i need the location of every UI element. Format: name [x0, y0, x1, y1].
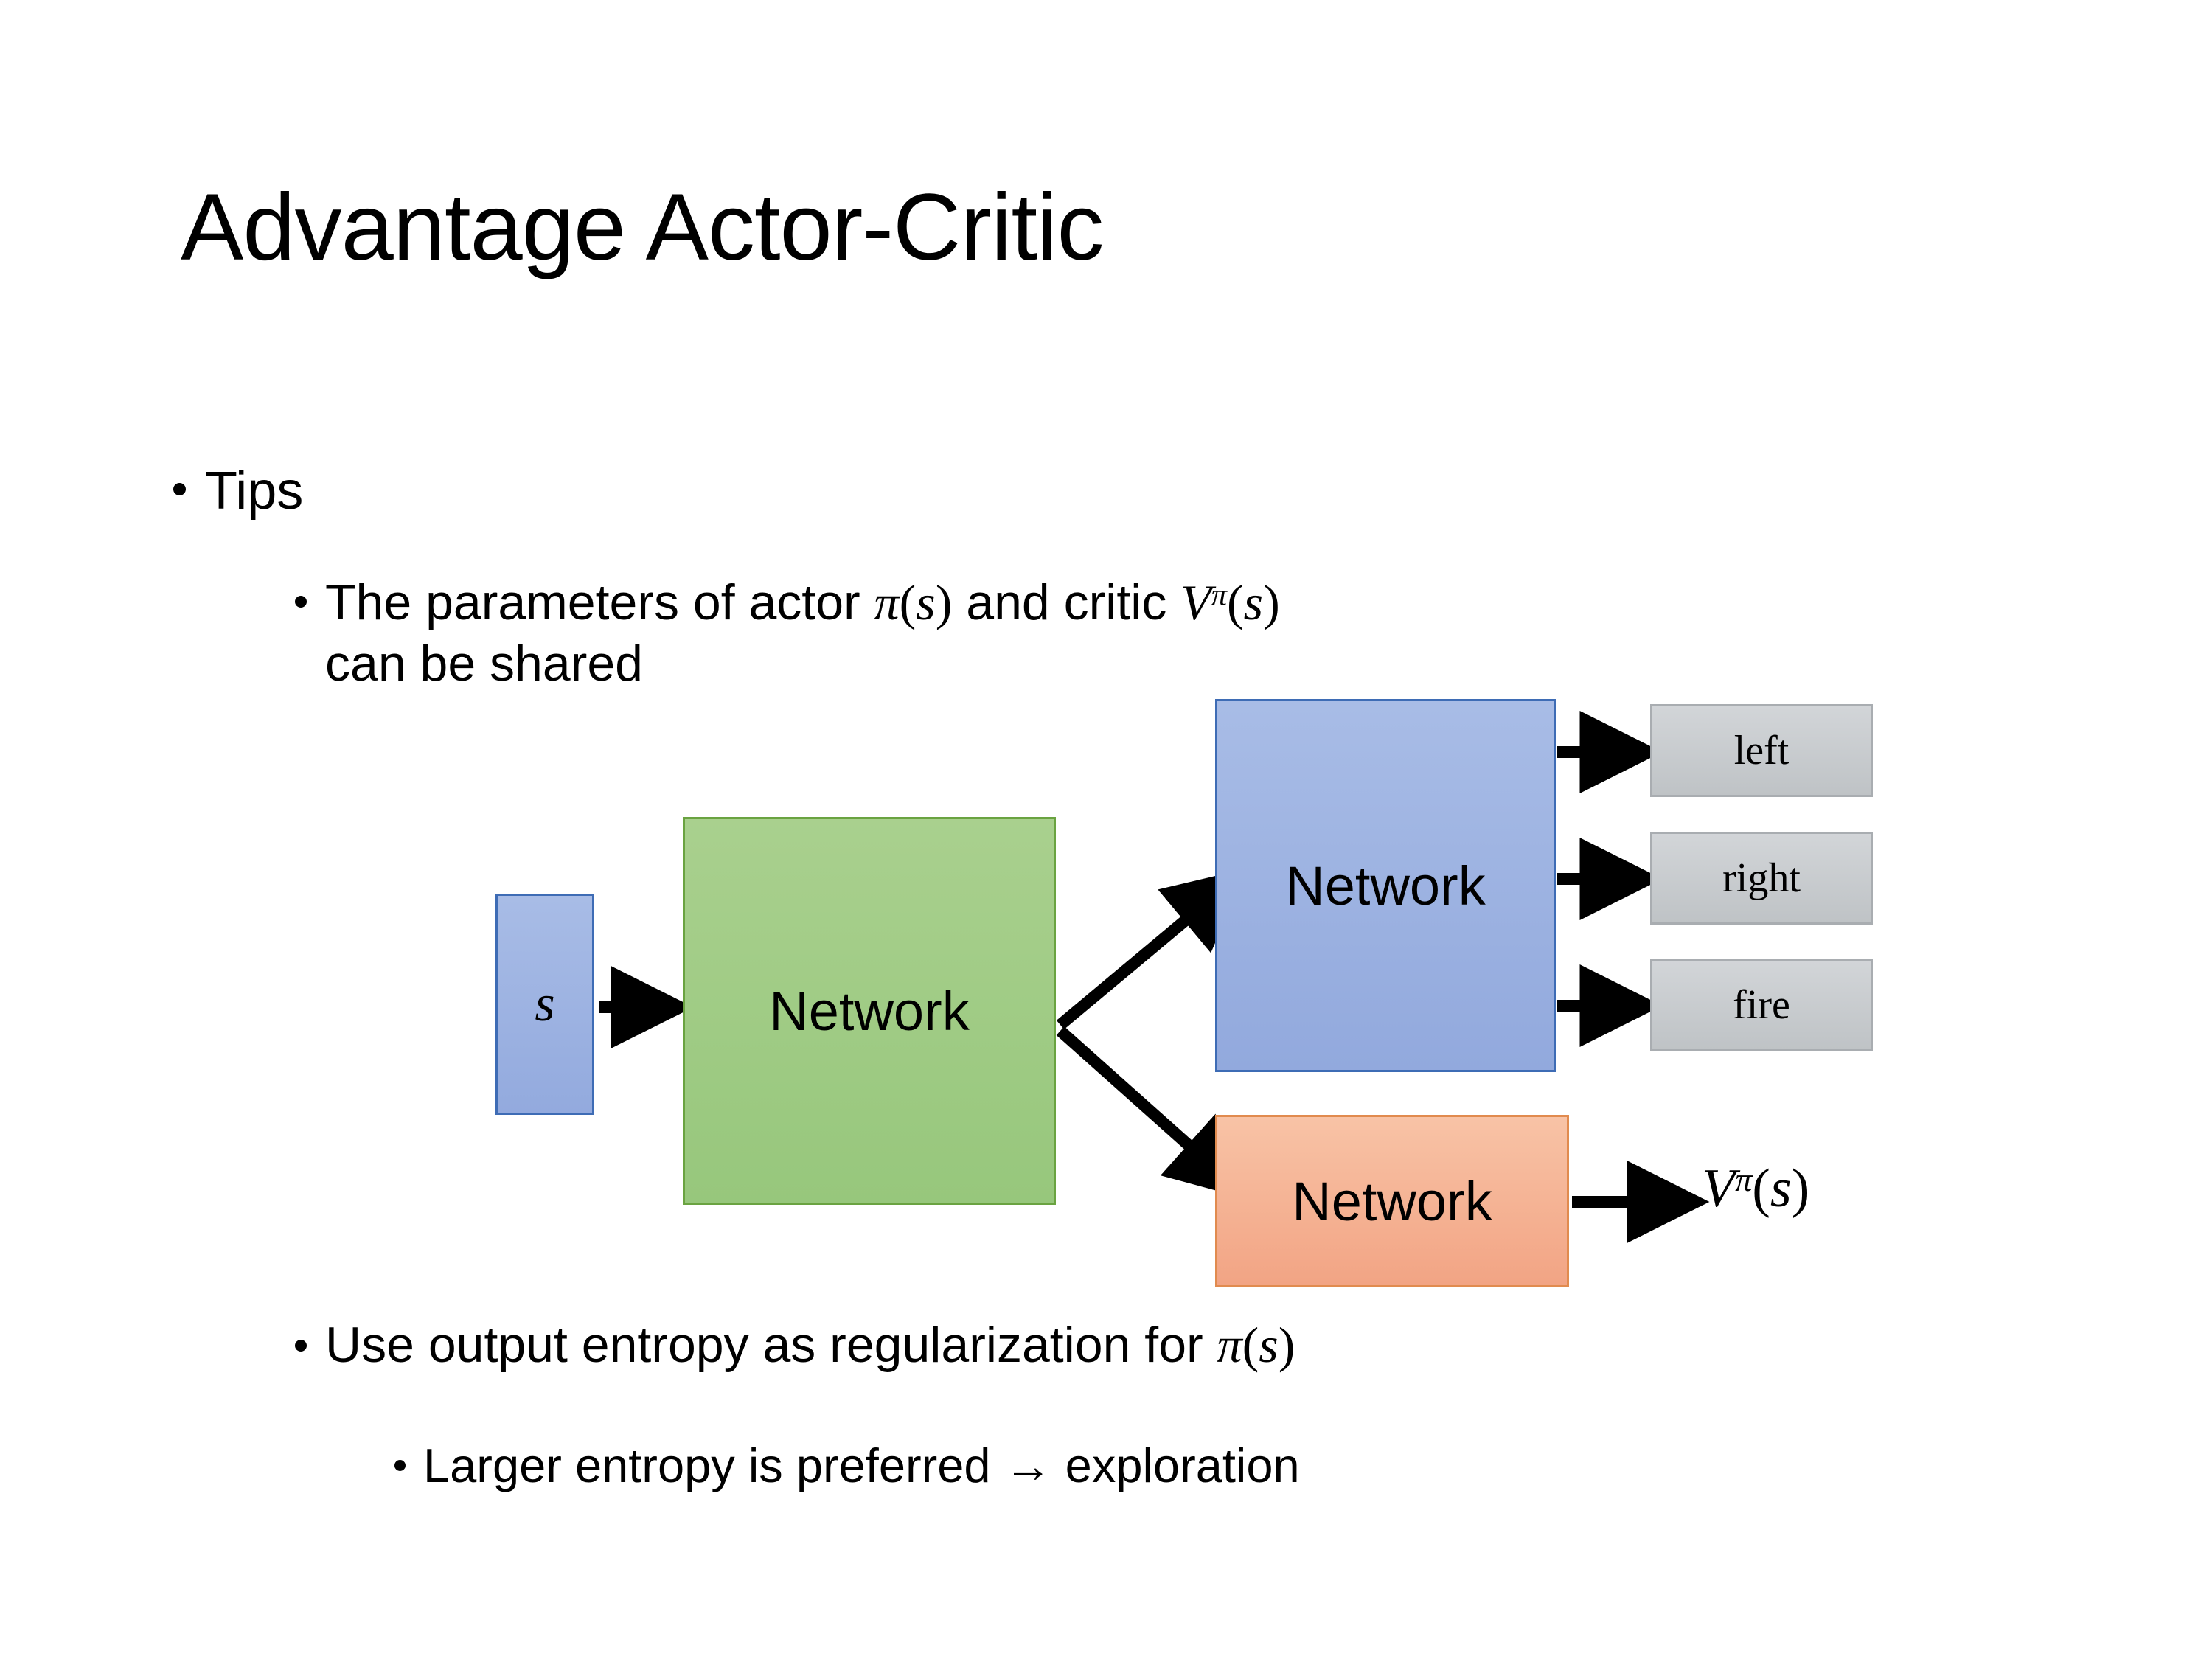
actor-paren-open: ( — [899, 574, 917, 630]
bullet-parameters-text: The parameters of actor π(s) and critic … — [325, 572, 2028, 695]
bullet-dot-icon — [295, 1340, 307, 1352]
actor-pi-symbol: π — [874, 574, 900, 630]
critic-paren-open: ( — [1226, 574, 1244, 630]
actor-network-label: Network — [1285, 855, 1486, 917]
shared-network-label: Network — [769, 980, 970, 1042]
bullet-larger-entropy: Larger entropy is preferred → exploratio… — [394, 1438, 2090, 1493]
input-state-label: s — [535, 975, 555, 1032]
actor-network-box[interactable]: Network — [1215, 699, 1556, 1072]
value-v-symbol: V — [1702, 1158, 1736, 1219]
critic-pi-superscript: π — [1211, 577, 1227, 613]
action-box-right[interactable]: right — [1650, 832, 1873, 925]
parameters-prefix: The parameters of actor — [325, 574, 874, 630]
action-label-left: left — [1733, 728, 1790, 773]
bullet-entropy-text: Use output entropy as regularization for… — [325, 1316, 2065, 1374]
entropy-pi-symbol: π — [1217, 1317, 1242, 1373]
entropy-prefix: Use output entropy as regularization for — [325, 1317, 1217, 1373]
actor-state-symbol: s — [916, 574, 936, 630]
page-title: Advantage Actor-Critic — [181, 175, 1104, 280]
critic-network-box[interactable]: Network — [1215, 1115, 1569, 1287]
critic-network-label: Network — [1292, 1170, 1492, 1232]
critic-paren-close: ) — [1263, 574, 1280, 630]
entropy-paren-close: ) — [1278, 1317, 1295, 1373]
value-paren-open: ( — [1752, 1158, 1770, 1219]
actor-paren-close: ) — [935, 574, 953, 630]
entropy-state-symbol: s — [1259, 1317, 1279, 1373]
critic-state-symbol: s — [1243, 574, 1264, 630]
action-label-right: right — [1722, 855, 1801, 901]
parameters-second-line: can be shared — [325, 635, 643, 692]
bullet-tips-label: Tips — [205, 462, 304, 521]
value-paren-close: ) — [1791, 1158, 1810, 1219]
value-pi-superscript: π — [1735, 1160, 1753, 1198]
entropy-paren-open: ( — [1242, 1317, 1259, 1373]
bullet-dot-icon — [394, 1460, 406, 1471]
input-state-box[interactable]: s — [495, 894, 594, 1115]
parameters-middle: and critic — [952, 574, 1181, 630]
critic-v-symbol: V — [1180, 574, 1211, 630]
critic-value-output: Vπ(s) — [1702, 1156, 1809, 1220]
arrow-shared-to-critic — [1056, 1026, 1250, 1200]
bullet-entropy-regularization: Use output entropy as regularization for… — [295, 1316, 2065, 1374]
shared-network-box[interactable]: Network — [683, 817, 1056, 1205]
value-state-symbol: s — [1770, 1158, 1792, 1219]
arrow-shared-to-actor — [1056, 868, 1248, 1030]
bullet-parameters-shared: The parameters of actor π(s) and critic … — [295, 572, 2028, 695]
bullet-larger-entropy-label: Larger entropy is preferred → exploratio… — [423, 1439, 1300, 1492]
action-box-fire[interactable]: fire — [1650, 959, 1873, 1051]
action-box-left[interactable]: left — [1650, 704, 1873, 797]
action-label-fire: fire — [1733, 982, 1790, 1028]
bullet-tips: Tips — [173, 461, 303, 521]
